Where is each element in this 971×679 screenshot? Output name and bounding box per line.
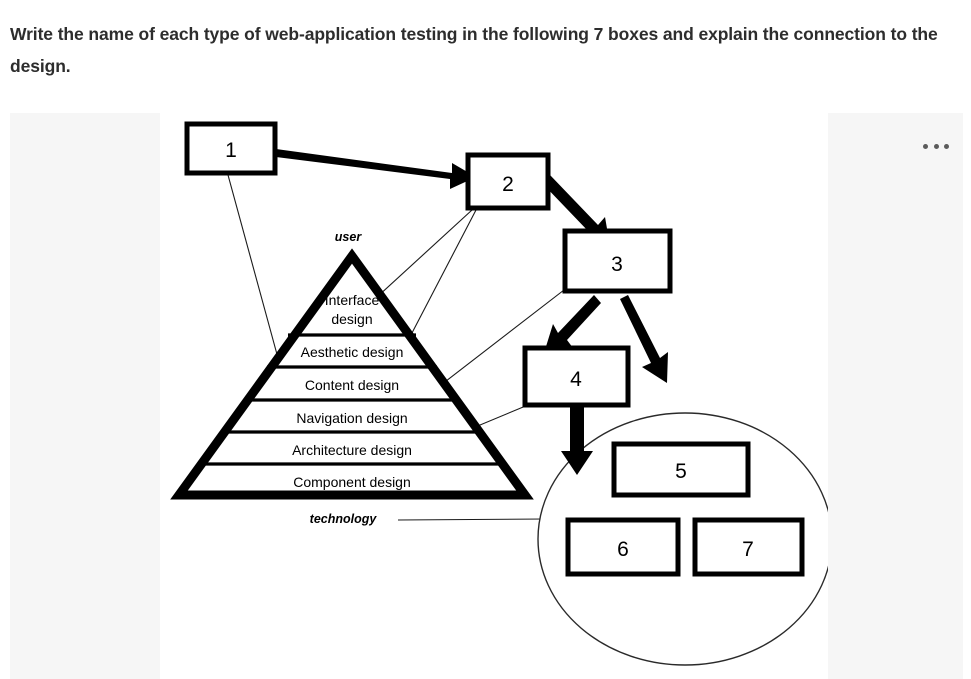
box-3-outline — [562, 228, 673, 294]
box-6[interactable]: 6 — [565, 517, 681, 577]
box-1-label: 1 — [225, 139, 237, 162]
arrow-box3-to-box4 — [544, 295, 601, 353]
box-7[interactable]: 7 — [692, 517, 805, 577]
leader-technology-to-ellipse — [397, 518, 546, 521]
pyramid-dividers — [202, 333, 503, 466]
box-1-outline — [184, 121, 278, 176]
box-5-outline — [611, 441, 751, 498]
box-7-label: 7 — [742, 538, 754, 561]
box-3-label: 3 — [611, 253, 623, 276]
box-2[interactable]: 2 — [465, 152, 551, 211]
ellipsis-dot-3 — [944, 143, 949, 149]
pyramid-outline — [170, 248, 534, 500]
box-3[interactable]: 3 — [562, 228, 673, 294]
ellipsis-dot-1 — [923, 143, 928, 149]
leader-box2-to-aesthetic-design — [399, 209, 477, 357]
leader-box1-to-content-design — [227, 174, 285, 381]
box-4-outline — [522, 345, 631, 408]
box-4[interactable]: 4 — [522, 345, 631, 408]
box-2-outline — [465, 152, 551, 211]
box-5[interactable]: 5 — [611, 441, 751, 498]
pyramid-layer-navigation-design: Navigation design — [296, 410, 407, 426]
arrow-box4-to-ellipse — [561, 405, 593, 475]
pyramid-layer-component-design: Component design — [293, 474, 411, 490]
arrow-box2-to-box3 — [542, 175, 610, 246]
question-prompt: Write the name of each type of web-appli… — [10, 24, 938, 76]
pyramid-layer-aesthetic-design: Aesthetic design — [301, 344, 404, 360]
pyramid-user-label: user — [335, 230, 363, 244]
box-4-label: 4 — [570, 368, 582, 391]
box-5-label: 5 — [675, 460, 687, 483]
pyramid-layer-interface-design-line1: Interface — [325, 292, 380, 308]
pyramid-layer-content-design: Content design — [305, 377, 399, 393]
arrow-box1-to-box2 — [276, 149, 476, 189]
ellipsis-icon[interactable] — [923, 138, 949, 154]
diagram-image: Interface design Aesthetic design Conten… — [160, 113, 828, 679]
diagram-svg: Interface design Aesthetic design Conten… — [170, 121, 828, 666]
arrow-box3-to-ellipse — [620, 295, 668, 383]
attachment-panel: Interface design Aesthetic design Conten… — [10, 113, 963, 679]
box-2-label: 2 — [502, 173, 514, 196]
design-pyramid: Interface design Aesthetic design Conten… — [170, 230, 534, 526]
testing-group-ellipse — [537, 412, 828, 666]
block-arrows — [276, 149, 668, 475]
box-7-outline — [692, 517, 805, 577]
pyramid-layer-interface-design-line2: design — [331, 311, 372, 327]
box-6-outline — [565, 517, 681, 577]
ellipsis-dot-2 — [933, 143, 939, 149]
box-6-label: 6 — [617, 538, 629, 561]
pyramid-layer-architecture-design: Architecture design — [292, 442, 412, 458]
box-1[interactable]: 1 — [184, 121, 278, 176]
pyramid-technology-label: technology — [310, 512, 378, 526]
